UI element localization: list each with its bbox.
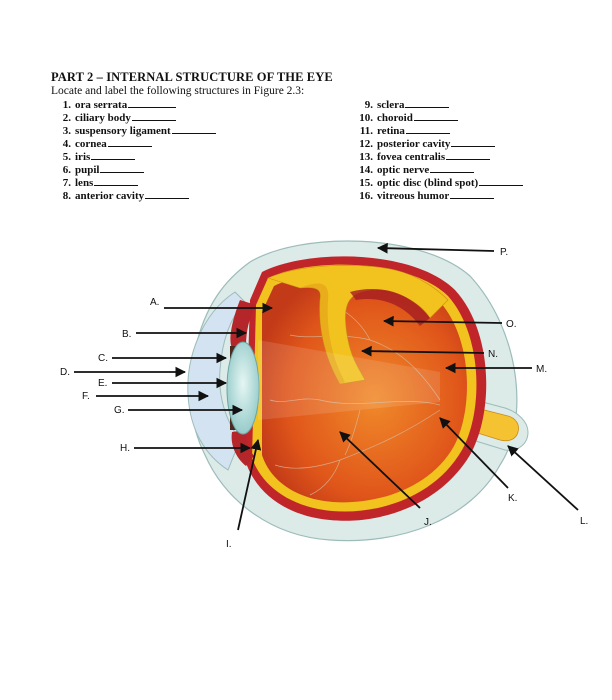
list-item: 8.anterior cavity [53,190,216,203]
list-item: 4.cornea [53,138,216,151]
list-item: 9.sclera [359,99,523,112]
label-a: A. [150,297,159,308]
label-n: N. [488,349,498,360]
list-item: 11.retina [359,125,523,138]
item-label: sclera [377,99,405,111]
item-label: ora serrata [75,99,128,111]
answer-blank[interactable] [145,190,190,199]
label-f: F. [82,391,90,402]
arrow-j [339,431,421,509]
answer-blank[interactable] [405,99,450,108]
label-j: J. [424,517,432,528]
item-label: ciliary body [75,112,131,124]
figure-labels: A. B. C. D. E. F. G. H. I. J. K. L. M. N… [60,247,588,550]
vitreous-humor [262,273,467,503]
answer-blank[interactable] [128,99,177,108]
arrow-i [237,438,262,531]
item-label: anterior cavity [75,190,145,202]
list-item: 14.optic nerve [359,164,523,177]
arrow-p [376,242,495,254]
answer-blank[interactable] [405,125,450,134]
label-m: M. [536,364,547,375]
answer-blank[interactable] [413,112,458,121]
answer-blank[interactable] [131,112,176,121]
label-o: O. [506,319,517,330]
label-g: G. [114,405,125,416]
label-i: I. [226,539,232,550]
label-p: P. [500,247,508,258]
item-label: optic disc (blind spot) [377,177,479,189]
item-label: optic nerve [377,164,430,176]
list-item: 16.vitreous humor [359,190,523,203]
answer-blank[interactable] [451,138,496,147]
item-label: choroid [377,112,413,124]
list-item: 15.optic disc (blind spot) [359,177,524,190]
list-item: 12.posterior cavity [359,138,523,151]
label-c: C. [98,353,108,364]
answer-blank[interactable] [171,125,216,134]
item-label: suspensory ligament [75,125,171,137]
structure-list-left: 1.ora serrata 2.ciliary body 3.suspensor… [53,99,216,203]
list-item: 2.ciliary body [53,112,216,125]
list-item: 3.suspensory ligament [53,125,216,138]
list-item: 1.ora serrata [53,99,216,112]
item-label: posterior cavity [377,138,451,150]
label-h: H. [120,443,130,454]
item-label: iris [75,151,91,163]
answer-blank[interactable] [430,164,475,173]
list-item: 7.lens [53,177,216,190]
list-item: 6.pupil [53,164,216,177]
list-item: 13.fovea centralis [359,151,523,164]
answer-blank[interactable] [91,151,136,160]
answer-blank[interactable] [100,164,145,173]
section-heading: PART 2 – INTERNAL STRUCTURE OF THE EYE [51,70,333,84]
pointer-arrows [74,242,579,531]
answer-blank[interactable] [94,177,139,186]
item-label: cornea [75,138,107,150]
label-d: D. [60,367,70,378]
label-e: E. [98,378,107,389]
item-label: vitreous humor [377,190,450,202]
item-label: pupil [75,164,100,176]
arrow-l [507,445,579,511]
list-item: 5.iris [53,151,216,164]
item-label: retina [377,125,405,137]
label-b: B. [122,329,131,340]
label-l: L. [580,516,588,527]
arrow-n [360,345,485,357]
arrow-o [382,315,503,327]
answer-blank[interactable] [450,190,495,199]
answer-blank[interactable] [446,151,491,160]
instructions: Locate and label the following structure… [51,85,305,97]
item-label: fovea centralis [377,151,446,163]
answer-blank[interactable] [107,138,152,147]
structure-list-right: 9.sclera 10.choroid 11.retina 12.posteri… [359,99,524,203]
label-k: K. [508,493,517,504]
list-item: 10.choroid [359,112,523,125]
answer-blank[interactable] [479,177,524,186]
item-label: lens [75,177,94,189]
lens [226,341,260,435]
arrow-k [439,417,509,489]
